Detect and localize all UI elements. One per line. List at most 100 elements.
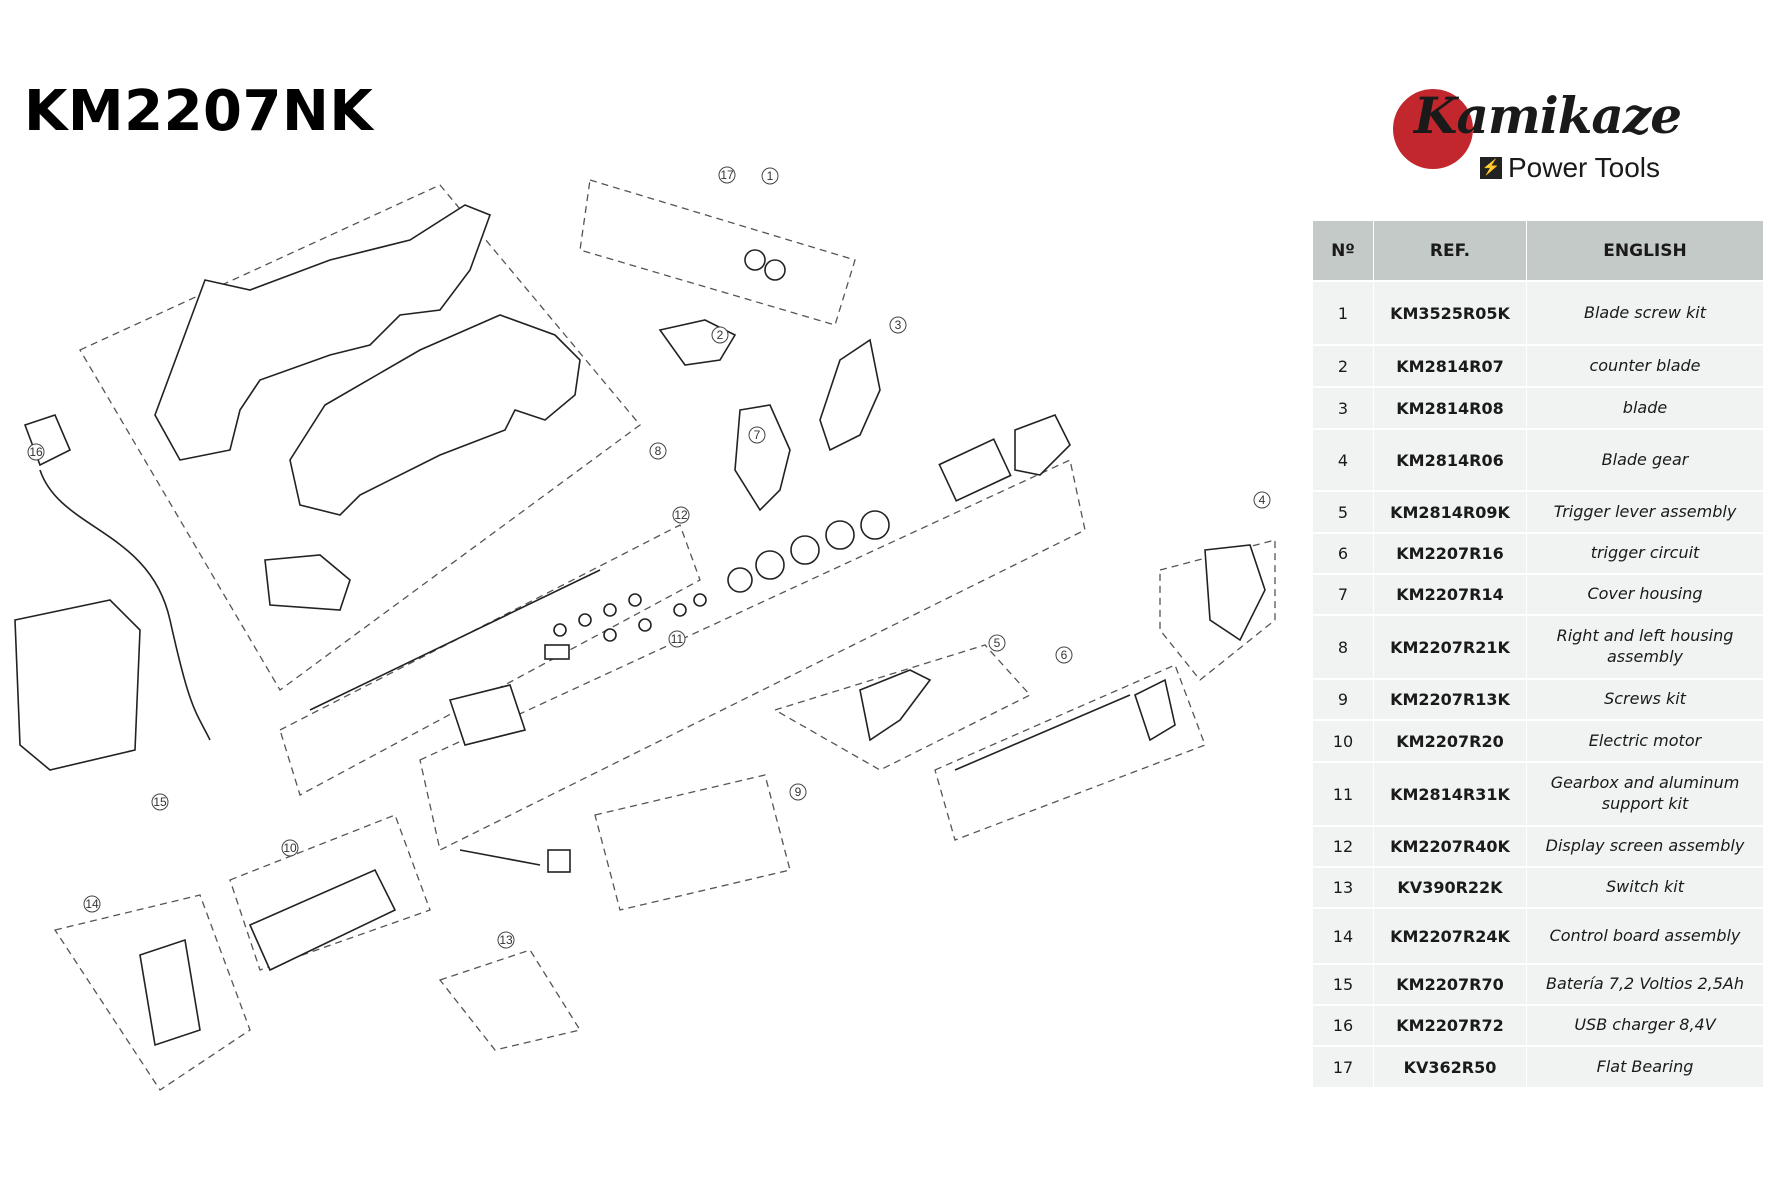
callout-2: 2 — [717, 328, 724, 342]
callout-7: 7 — [754, 428, 761, 442]
switch-wire — [459, 849, 541, 866]
row-english: Cover housing — [1526, 573, 1764, 615]
row-english: Switch kit — [1526, 866, 1764, 908]
row-english: counter blade — [1526, 344, 1764, 387]
row-num: 10 — [1313, 719, 1374, 762]
brand-logo: Kamikaze ⚡ Power Tools — [1388, 84, 1708, 196]
outline-motor — [229, 814, 431, 971]
callout-5: 5 — [994, 636, 1001, 650]
row-num: 2 — [1313, 344, 1374, 387]
callout-6: 6 — [1061, 648, 1068, 662]
gearbox-sleeve — [448, 684, 527, 746]
row-num: 4 — [1313, 428, 1374, 491]
row-ref: KM2207R70 — [1373, 963, 1527, 1005]
row-num: 13 — [1313, 866, 1374, 908]
row-ref: KM2814R31K — [1373, 761, 1527, 826]
callout-4: 4 — [1259, 493, 1266, 507]
row-ref: KM2814R07 — [1373, 344, 1527, 387]
blade — [819, 338, 881, 452]
callout-12: 12 — [674, 508, 688, 522]
logo-sub-text: Power Tools — [1508, 152, 1661, 183]
outline-control-board — [53, 894, 251, 1091]
row-ref: KM2814R08 — [1373, 386, 1527, 429]
row-num: 9 — [1313, 678, 1374, 720]
switch-housing — [547, 849, 571, 873]
row-ref: KM2814R06 — [1373, 428, 1527, 491]
outline-housing — [79, 184, 641, 691]
row-english: Blade screw kit — [1526, 280, 1764, 345]
row-num: 7 — [1313, 573, 1374, 615]
row-english: Electric motor — [1526, 719, 1764, 762]
row-num: 8 — [1313, 614, 1374, 679]
row-num: 5 — [1313, 490, 1374, 533]
row-english: Batería 7,2 Voltios 2,5Ah — [1526, 963, 1764, 1005]
battery — [14, 599, 141, 771]
outline-trigger-lever — [773, 644, 1032, 771]
row-num: 3 — [1313, 386, 1374, 429]
callout-17: 17 — [720, 168, 734, 182]
blade-support — [1014, 413, 1071, 476]
row-english: Display screen assembly — [1526, 825, 1764, 867]
circuit-wire — [954, 694, 1131, 771]
row-ref: KV362R50 — [1373, 1045, 1527, 1087]
page-title: KM2207NK — [24, 79, 374, 144]
row-ref: KM2207R16 — [1373, 532, 1527, 574]
row-ref: KM2207R14 — [1373, 573, 1527, 615]
row-num: 14 — [1313, 907, 1374, 964]
left-housing — [154, 204, 492, 461]
row-english: Screws kit — [1526, 678, 1764, 720]
outline-gearbox — [419, 459, 1086, 851]
display-screen — [544, 644, 570, 660]
outline-display — [279, 524, 701, 796]
charger-cable — [39, 469, 211, 741]
wires-and-shafts — [39, 469, 1131, 866]
row-english: Flat Bearing — [1526, 1045, 1764, 1087]
callout-15: 15 — [153, 795, 167, 809]
row-ref: KM2207R72 — [1373, 1004, 1527, 1046]
callout-16: 16 — [29, 445, 43, 459]
callout-13: 13 — [499, 933, 513, 947]
callout-10: 10 — [283, 841, 297, 855]
row-ref: KM2207R40K — [1373, 825, 1527, 867]
logo-sun-icon — [1393, 89, 1473, 169]
control-board — [139, 938, 201, 1047]
row-english: blade — [1526, 386, 1764, 429]
callout-14: 14 — [85, 897, 99, 911]
lightning-icon: ⚡ — [1480, 157, 1502, 179]
housing-grip — [264, 554, 351, 611]
part-drawings — [14, 204, 1266, 1047]
header-num: Nº — [1313, 221, 1374, 281]
row-ref: KM2207R13K — [1373, 678, 1527, 720]
row-ref: KV390R22K — [1373, 866, 1527, 908]
outline-blade-screw — [579, 179, 856, 326]
blade-gear — [1204, 544, 1266, 642]
row-num: 16 — [1313, 1004, 1374, 1046]
callout-3: 3 — [895, 318, 902, 332]
row-ref: KM3525R05K — [1373, 280, 1527, 345]
trigger-lever — [859, 669, 932, 742]
row-english: Gearbox and aluminum support kit — [1526, 761, 1764, 826]
cover-housing — [734, 404, 791, 512]
row-num: 12 — [1313, 825, 1374, 867]
row-english: Blade gear — [1526, 428, 1764, 491]
row-ref: KM2207R24K — [1373, 907, 1527, 964]
callout-11: 11 — [671, 632, 684, 646]
bearing-housing — [938, 438, 1012, 502]
row-english: trigger circuit — [1526, 532, 1764, 574]
row-num: 11 — [1313, 761, 1374, 826]
row-ref: KM2207R20 — [1373, 719, 1527, 762]
